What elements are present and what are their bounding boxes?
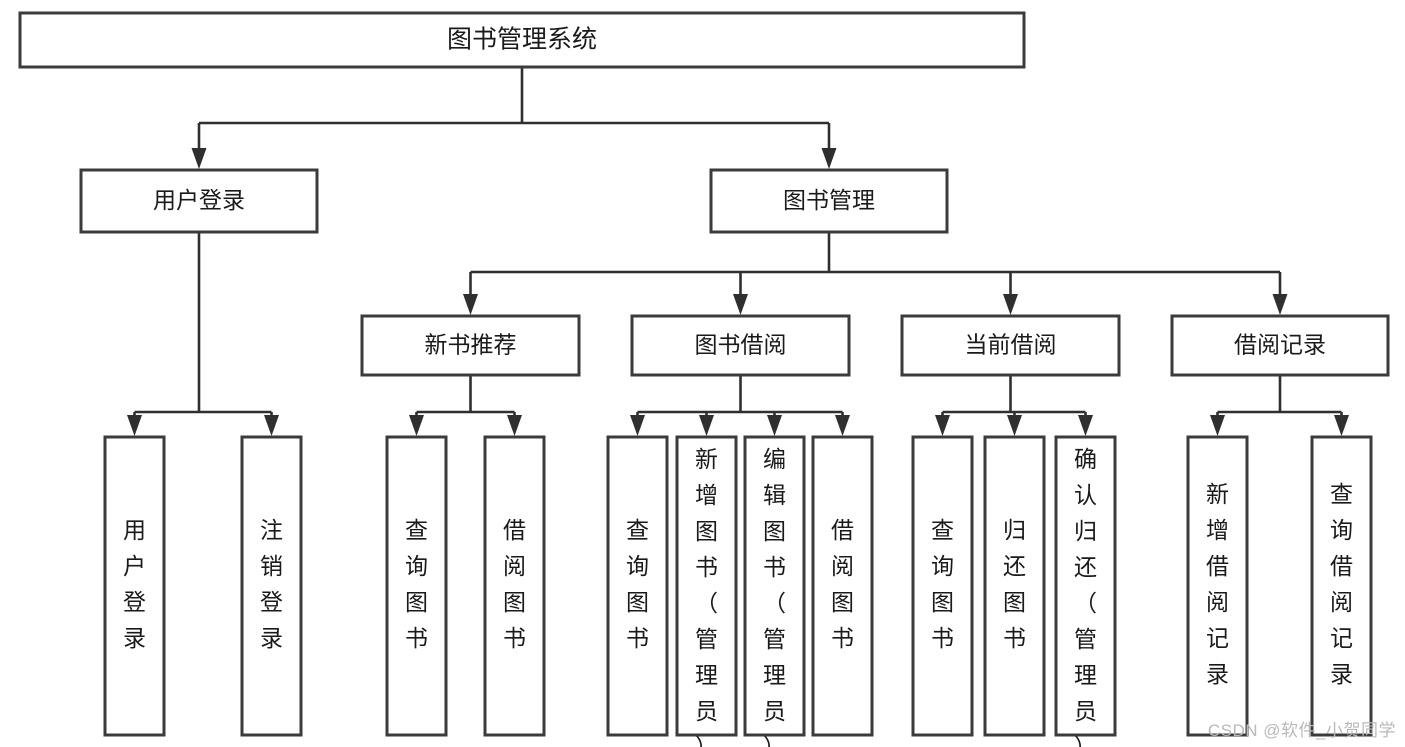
node-leaf-return-book[interactable]: 归还图书: [983, 435, 1046, 737]
arrowhead-icon: [1210, 415, 1225, 436]
node-box[interactable]: [103, 435, 166, 737]
node-box[interactable]: [911, 435, 974, 737]
arrowhead-icon: [463, 294, 478, 315]
arrowhead-icon: [630, 415, 645, 436]
node-box[interactable]: [1054, 435, 1117, 737]
node-box[interactable]: [983, 435, 1046, 737]
node-label: 图书管理: [783, 187, 875, 213]
node-leaf-borrow-book-b[interactable]: 借阅图书: [811, 435, 874, 737]
node-leaf-query-book-rec[interactable]: 查询图书: [385, 435, 448, 737]
node-label: 借阅图书: [831, 517, 854, 651]
node-leaf-query-book-b[interactable]: 查询图书: [606, 435, 669, 737]
node-new-book-rec[interactable]: 新书推荐: [360, 314, 581, 377]
arrowhead-icon: [835, 415, 850, 436]
arrowhead-icon: [191, 148, 207, 169]
node-leaf-add-record[interactable]: 新增借阅记录: [1186, 435, 1249, 737]
node-box[interactable]: [79, 168, 319, 234]
node-root[interactable]: 图书管理系统: [18, 11, 1026, 69]
node-label: 新增借阅记录: [1206, 481, 1229, 687]
connector-layer: [127, 67, 1349, 436]
arrowhead-icon: [264, 415, 279, 436]
node-leaf-query-book-c[interactable]: 查询图书: [911, 435, 974, 737]
node-label: 查询图书: [405, 517, 428, 651]
node-box[interactable]: [240, 435, 303, 737]
node-label: 确认归还（管理员）: [1074, 446, 1097, 747]
node-label: 新书推荐: [425, 332, 517, 358]
watermark-text: CSDN @软件_小贺同学: [1207, 721, 1396, 740]
node-leaf-edit-book[interactable]: 编辑图书（管理员）: [743, 435, 806, 747]
node-box[interactable]: [675, 435, 738, 737]
node-layer: 图书管理系统用户登录图书管理新书推荐图书借阅当前借阅借阅记录用户登录注销登录查询…: [18, 11, 1390, 747]
node-label: 注销登录: [260, 517, 283, 651]
node-box[interactable]: [360, 314, 581, 377]
node-label: 图书借阅: [695, 332, 787, 358]
node-box[interactable]: [743, 435, 806, 737]
node-label: 新增图书（管理员）: [695, 446, 718, 747]
node-label: 查询图书: [931, 517, 954, 651]
node-box[interactable]: [1186, 435, 1249, 737]
arrowhead-icon: [1272, 294, 1288, 315]
arrowhead-icon: [935, 415, 950, 436]
arrowhead-icon: [1334, 415, 1349, 436]
arrowhead-icon: [409, 415, 424, 436]
node-label: 查询借阅记录: [1330, 481, 1353, 687]
node-label: 借阅图书: [503, 517, 526, 651]
node-leaf-add-book[interactable]: 新增图书（管理员）: [675, 435, 738, 747]
node-leaf-confirm-return[interactable]: 确认归还（管理员）: [1054, 435, 1117, 747]
node-box[interactable]: [1170, 314, 1390, 377]
node-label: 借阅记录: [1234, 332, 1326, 358]
arrowhead-icon: [733, 294, 748, 315]
node-box[interactable]: [606, 435, 669, 737]
node-label: 用户登录: [123, 517, 146, 651]
node-label: 图书管理系统: [447, 26, 597, 54]
node-box[interactable]: [483, 435, 546, 737]
arrowhead-icon: [507, 415, 522, 436]
node-leaf-user-login[interactable]: 用户登录: [103, 435, 166, 737]
arrowhead-icon: [1007, 415, 1022, 436]
node-label: 用户登录: [153, 187, 245, 213]
node-box[interactable]: [18, 11, 1026, 69]
node-box[interactable]: [900, 314, 1121, 377]
arrowhead-icon: [1003, 294, 1018, 315]
arrowhead-icon: [1078, 415, 1093, 436]
node-borrow-record[interactable]: 借阅记录: [1170, 314, 1390, 377]
node-label: 归还图书: [1003, 517, 1026, 651]
node-label: 当前借阅: [965, 332, 1057, 358]
node-box[interactable]: [709, 168, 949, 234]
node-box[interactable]: [630, 314, 851, 377]
node-box[interactable]: [385, 435, 448, 737]
arrowhead-icon: [821, 148, 837, 169]
node-current-borrow[interactable]: 当前借阅: [900, 314, 1121, 377]
node-leaf-borrow-book-rec[interactable]: 借阅图书: [483, 435, 546, 737]
node-box[interactable]: [1310, 435, 1373, 737]
arrowhead-icon: [767, 415, 782, 436]
arrowhead-icon: [127, 415, 142, 436]
node-book-manage[interactable]: 图书管理: [709, 168, 949, 234]
node-user-login[interactable]: 用户登录: [79, 168, 319, 234]
arrowhead-icon: [699, 415, 714, 436]
node-label: 编辑图书（管理员）: [763, 446, 786, 747]
node-box[interactable]: [811, 435, 874, 737]
node-leaf-user-logout[interactable]: 注销登录: [240, 435, 303, 737]
node-label: 查询图书: [626, 517, 649, 651]
node-book-borrow[interactable]: 图书借阅: [630, 314, 851, 377]
node-leaf-query-record[interactable]: 查询借阅记录: [1310, 435, 1373, 737]
